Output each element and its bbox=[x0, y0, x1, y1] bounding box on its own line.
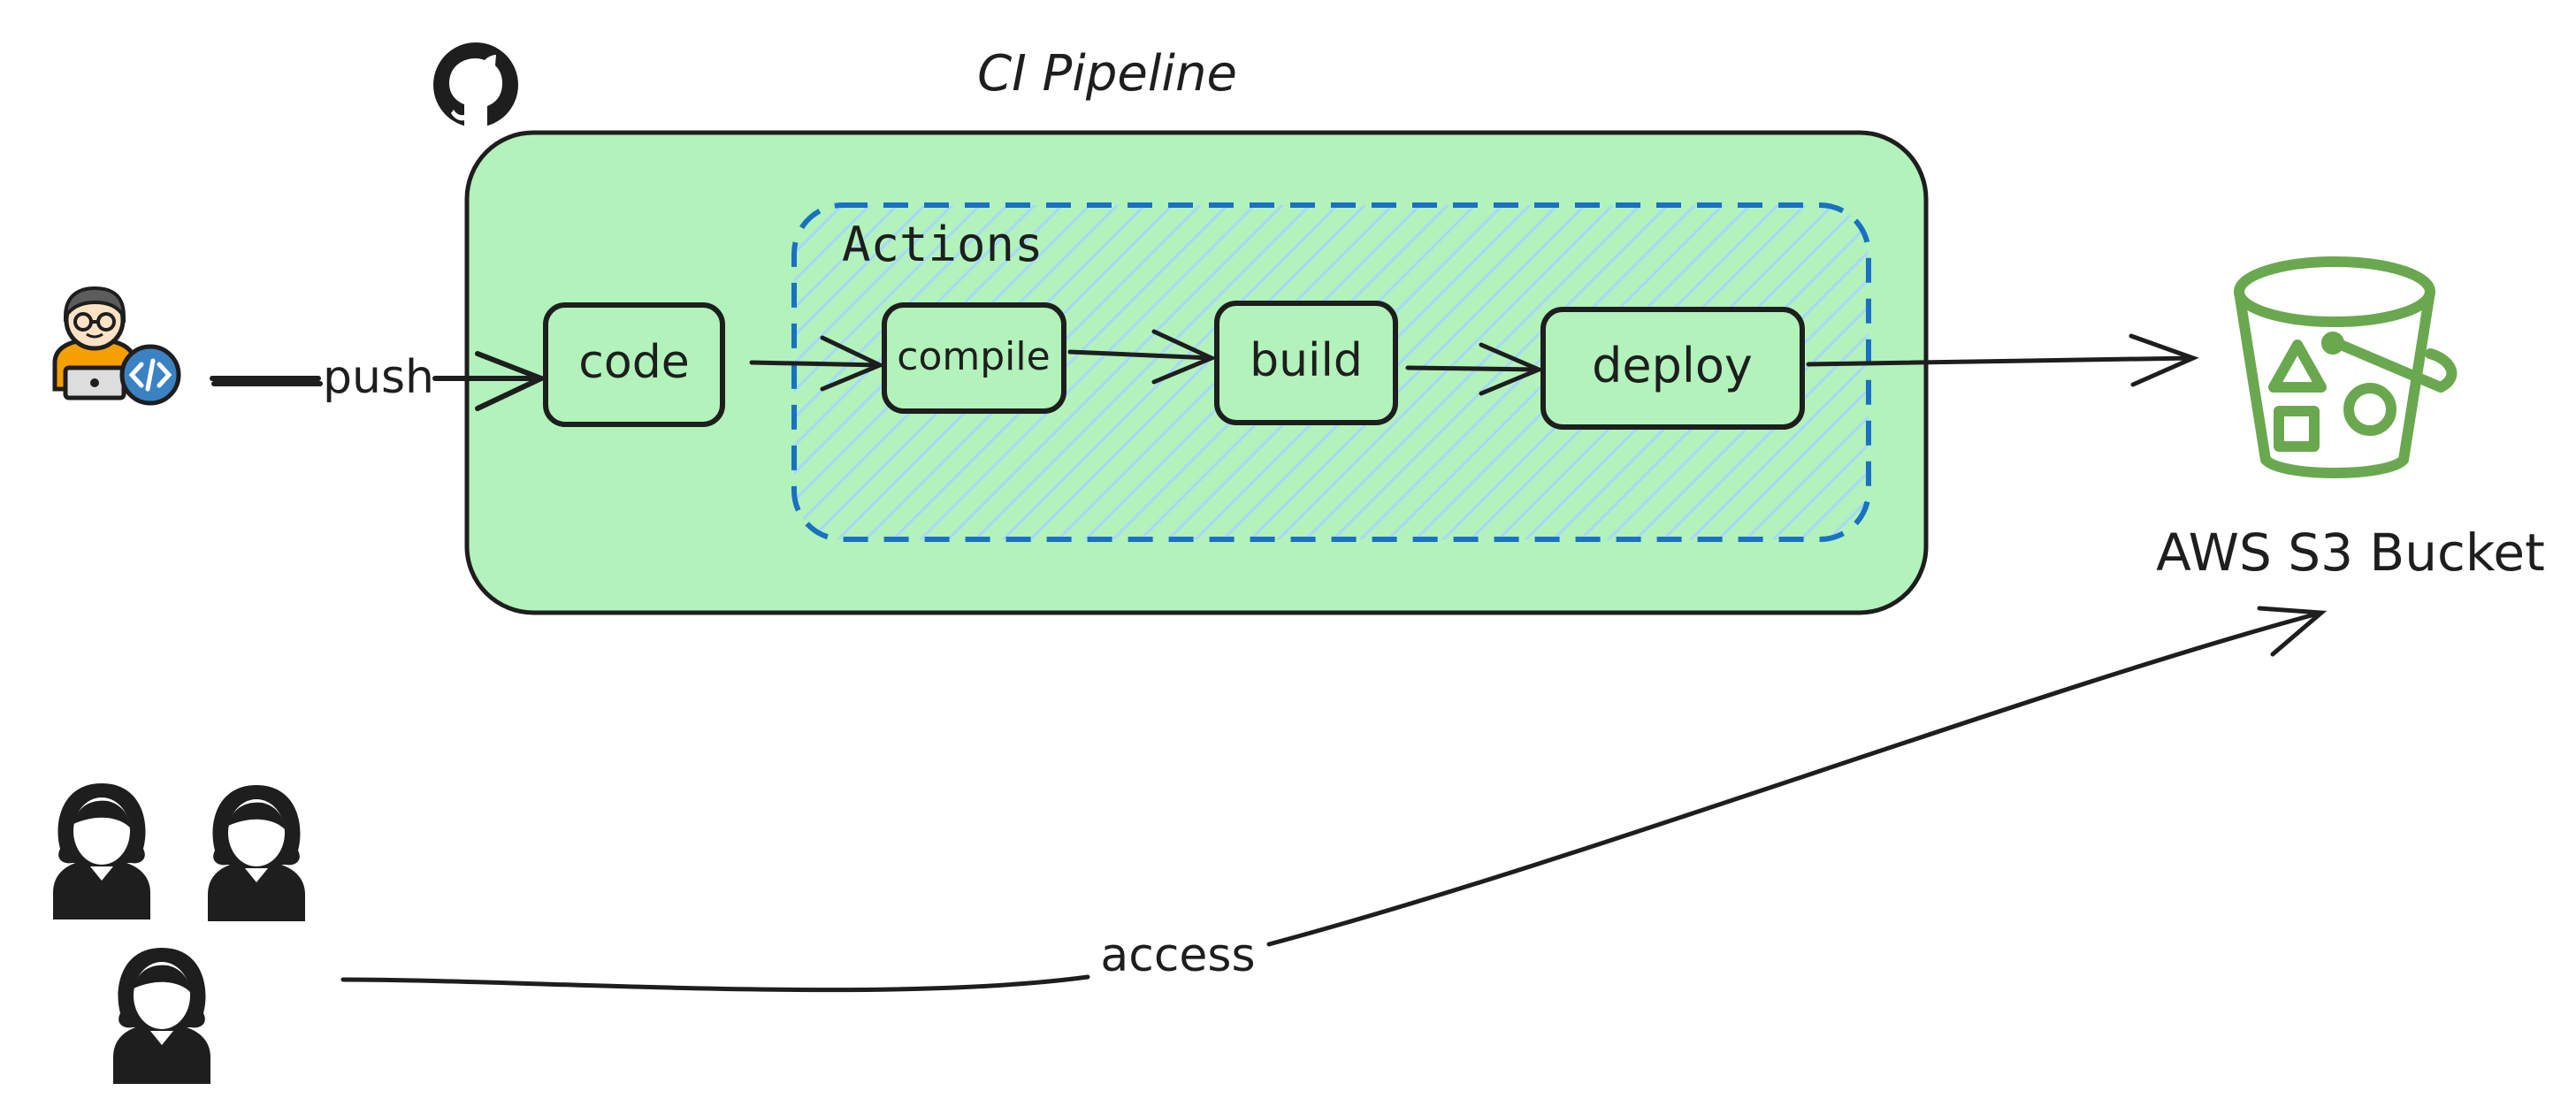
user-icon bbox=[53, 783, 150, 919]
bucket-label: AWS S3 Bucket bbox=[2156, 523, 2545, 583]
arrow-deploy-bucket bbox=[1806, 333, 2199, 387]
push-arrow bbox=[210, 351, 548, 411]
step-build: build bbox=[1214, 301, 1398, 425]
step-compile-label: compile bbox=[897, 334, 1050, 379]
github-icon bbox=[433, 42, 518, 127]
step-deploy: deploy bbox=[1540, 307, 1805, 430]
access-arrow bbox=[340, 606, 2328, 993]
step-compile: compile bbox=[882, 302, 1066, 414]
arrow-code-compile bbox=[749, 335, 886, 392]
user-icon bbox=[208, 785, 305, 921]
arrow-build-deploy bbox=[1405, 342, 1545, 396]
step-deploy-label: deploy bbox=[1592, 338, 1753, 393]
pipeline-title: CI Pipeline bbox=[977, 45, 1237, 103]
user-icon bbox=[113, 948, 210, 1084]
developer-icon bbox=[52, 286, 181, 406]
step-build-label: build bbox=[1250, 334, 1363, 387]
actions-label: Actions bbox=[842, 217, 1043, 272]
push-label: push bbox=[323, 351, 434, 404]
step-code-label: code bbox=[578, 336, 689, 389]
step-code: code bbox=[543, 302, 725, 427]
access-label: access bbox=[1100, 929, 1255, 982]
s3-bucket-icon bbox=[2234, 256, 2458, 478]
arrow-compile-build bbox=[1067, 329, 1218, 385]
